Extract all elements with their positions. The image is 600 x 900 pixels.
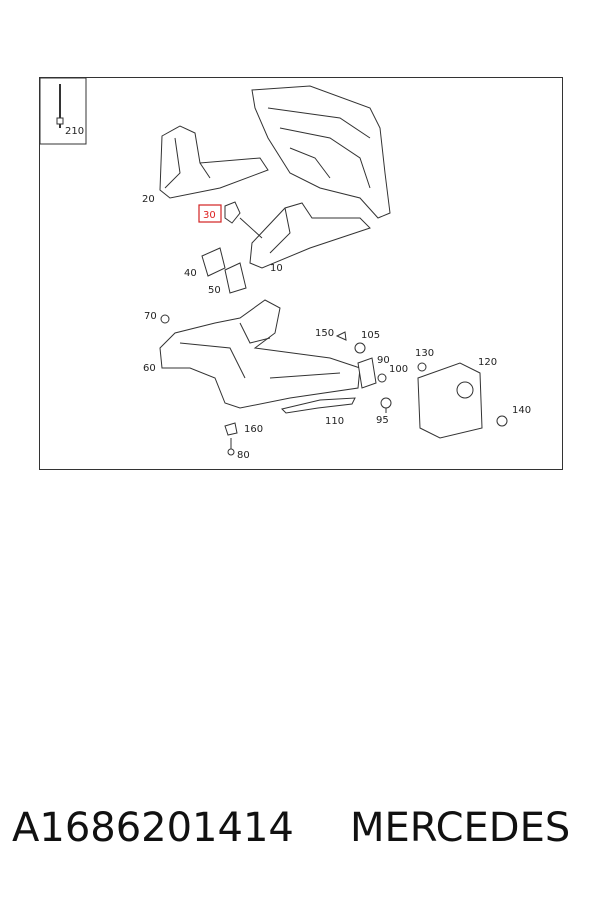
callout-100[interactable]: 100	[389, 364, 408, 375]
part-70-nut: 70	[144, 311, 170, 324]
callout-60[interactable]: 60	[143, 363, 156, 374]
part-150-clip: 150	[315, 328, 347, 341]
part-120-mount-housing: 120	[417, 357, 497, 439]
part-20-side-member: 20	[142, 125, 269, 205]
callout-110[interactable]: 110	[325, 416, 344, 427]
callout-95[interactable]: 95	[376, 415, 389, 426]
part-140-bolt: 140	[496, 405, 531, 427]
part-110-strip: 110	[281, 397, 356, 427]
part-80-bolt: 80	[227, 438, 250, 461]
part-10-frame-rail: 10	[239, 202, 371, 274]
callout-90[interactable]: 90	[377, 355, 390, 366]
part-95-bolt: 95	[376, 397, 392, 426]
part-60-subframe: 60	[143, 299, 361, 409]
part-number-label: A1686201414	[12, 805, 294, 851]
part-130-nut: 130	[415, 348, 434, 372]
callout-20[interactable]: 20	[142, 194, 155, 205]
callout-210[interactable]: 210	[65, 126, 84, 137]
front-bulkhead-part	[251, 85, 391, 219]
callout-120[interactable]: 120	[478, 357, 497, 368]
part-40-reinforcement: 40	[184, 247, 226, 279]
callout-50[interactable]: 50	[208, 285, 221, 296]
callout-150[interactable]: 150	[315, 328, 334, 339]
callout-80[interactable]: 80	[237, 450, 250, 461]
part-50-plate: 50	[208, 262, 247, 296]
parts-diagram-frame: 210 20 30 10	[39, 77, 563, 470]
callout-140[interactable]: 140	[512, 405, 531, 416]
exploded-parts-diagram: 210 20 30 10	[40, 78, 531, 461]
callout-130[interactable]: 130	[415, 348, 434, 359]
brand-label: MERCEDES	[350, 805, 571, 851]
part-105-grommet: 105	[354, 330, 380, 354]
part-30-bracket[interactable]: 30	[198, 201, 241, 224]
callout-160[interactable]: 160	[244, 424, 263, 435]
inset-box: 210	[40, 78, 87, 145]
part-160-clip: 160	[224, 422, 263, 436]
part-90-bracket: 90	[357, 355, 390, 389]
callout-40[interactable]: 40	[184, 268, 197, 279]
callout-70[interactable]: 70	[144, 311, 157, 322]
callout-30[interactable]: 30	[203, 210, 216, 221]
part-100-bolt: 100	[377, 364, 408, 383]
callout-10[interactable]: 10	[270, 263, 283, 274]
callout-30-highlight-box	[198, 204, 222, 223]
callout-105[interactable]: 105	[361, 330, 380, 341]
